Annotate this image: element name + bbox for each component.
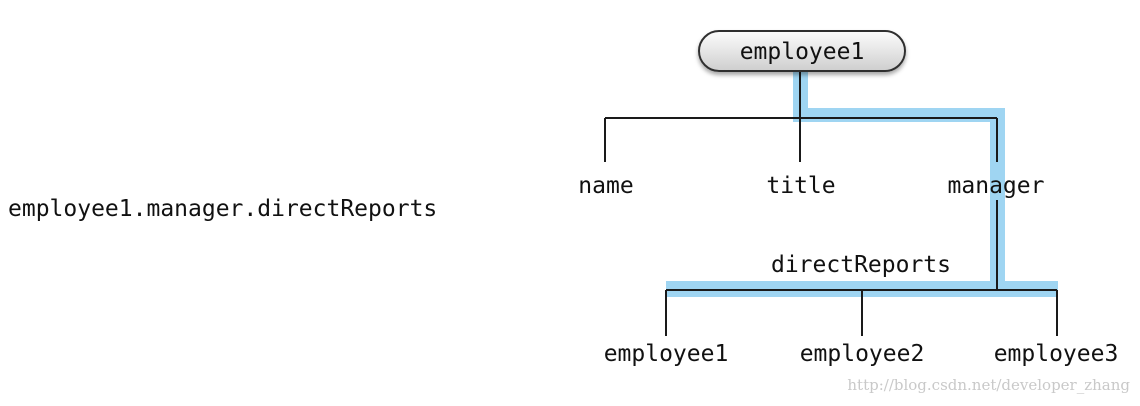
- tree-lines: [604, 72, 1058, 336]
- report-employee2-label: employee2: [799, 341, 925, 367]
- report-employee1-label: employee1: [603, 341, 729, 367]
- keypath-text: employee1.manager.directReports: [8, 196, 438, 222]
- highlight-top-bar: [793, 108, 1005, 122]
- property-name-label: name: [578, 173, 634, 199]
- property-title-label: title: [766, 173, 836, 199]
- root-node-label: employee1: [739, 39, 865, 65]
- root-node-employee1: employee1: [698, 30, 906, 72]
- property-manager-label: manager: [947, 173, 1045, 199]
- report-employee3-label: employee3: [993, 341, 1119, 367]
- watermark-text: http://blog.csdn.net/developer_zhang: [847, 376, 1130, 394]
- relationship-directreports-label: directReports: [770, 252, 952, 278]
